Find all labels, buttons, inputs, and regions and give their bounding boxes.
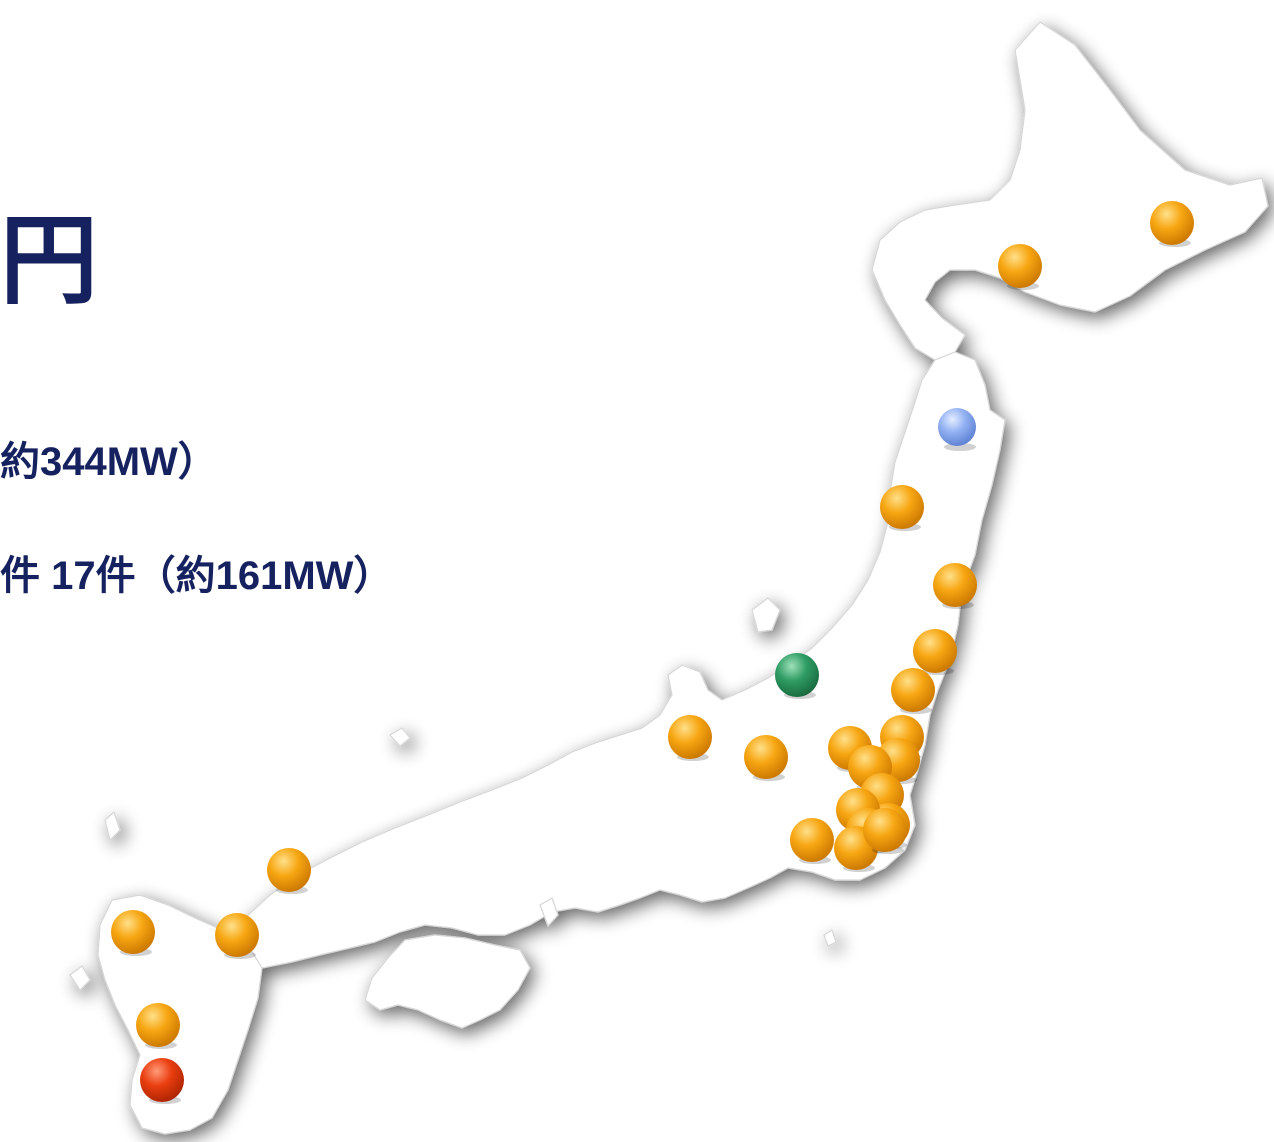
marker-ball-orange — [111, 910, 155, 954]
marker-ball-orange — [744, 735, 788, 779]
marker-hokkaido-central — [998, 244, 1042, 290]
marker-iwate — [933, 563, 977, 609]
island-izu-1 — [823, 929, 837, 947]
marker-niigata — [775, 653, 819, 699]
marker-akita — [880, 485, 924, 531]
marker-ball-orange — [891, 668, 935, 712]
marker-miyagi — [913, 629, 957, 675]
marker-ball-blue — [938, 408, 976, 446]
island-awaji — [539, 897, 559, 927]
marker-toyama — [668, 715, 712, 761]
marker-kumamoto — [136, 1003, 180, 1049]
marker-ball-green — [775, 653, 819, 697]
marker-ball-orange — [790, 818, 834, 862]
island-goto — [69, 965, 91, 991]
marker-aomori — [938, 408, 976, 451]
headline-fragment: 円 — [0, 204, 99, 318]
marker-hokkaido-east — [1150, 201, 1194, 247]
stat-line-count: 件 17件（約161MW） — [0, 554, 394, 598]
marker-ball-orange — [668, 715, 712, 759]
marker-yamanashi — [790, 818, 834, 864]
marker-chiba-south — [863, 808, 907, 854]
island-tsushima — [104, 811, 121, 841]
marker-fukuoka — [111, 910, 155, 956]
island-shikoku — [364, 934, 531, 1029]
marker-hiroshima — [267, 848, 311, 894]
marker-fukushima — [891, 668, 935, 714]
island-hokkaido — [871, 21, 1269, 361]
marker-ball-orange — [880, 485, 924, 529]
marker-layer — [111, 201, 1194, 1104]
marker-ball-orange — [933, 563, 977, 607]
marker-ball-red — [140, 1058, 184, 1102]
marker-oita — [215, 913, 259, 959]
marker-kagoshima — [140, 1058, 184, 1104]
island-sado — [751, 597, 781, 633]
marker-ball-orange — [136, 1003, 180, 1047]
island-oki — [389, 727, 411, 747]
marker-ball-orange — [998, 244, 1042, 288]
marker-ball-orange — [215, 913, 259, 957]
stat-line-capacity: 約344MW） — [0, 440, 218, 484]
marker-ball-orange — [913, 629, 957, 673]
marker-ball-orange — [863, 808, 907, 852]
marker-ball-orange — [1150, 201, 1194, 245]
marker-nagano — [744, 735, 788, 781]
island-honshu — [197, 351, 1006, 986]
marker-ball-orange — [267, 848, 311, 892]
